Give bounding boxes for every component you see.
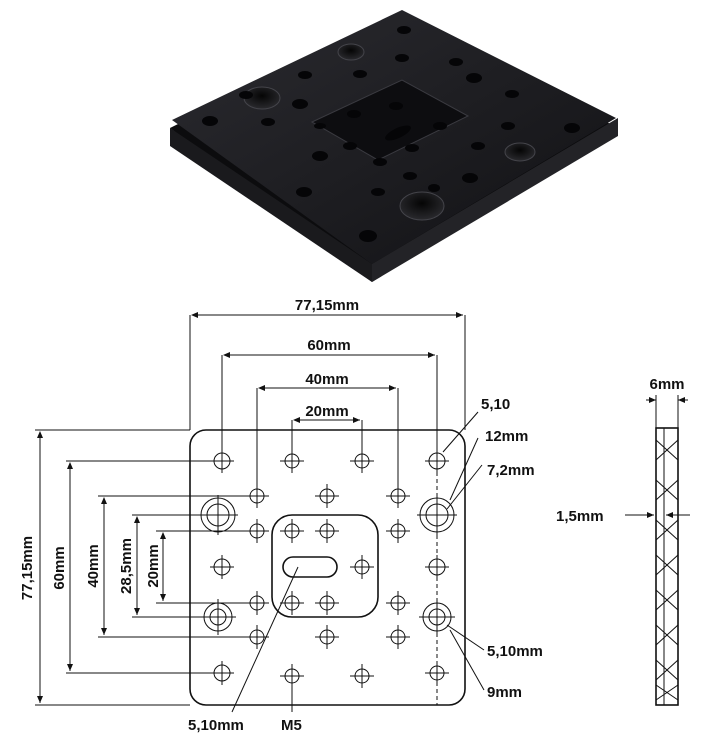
left-dimensions	[35, 429, 250, 706]
plate-photo	[170, 10, 618, 282]
callout-12mm: 12mm	[485, 428, 528, 445]
top-dimensions	[189, 312, 466, 488]
front-view-drawing: 77,15mm 60mm 40mm 20mm 77,15mm 60mm 40mm…	[19, 297, 543, 734]
dim-40-label: 40mm	[305, 371, 348, 388]
right-callout-leaders	[442, 411, 485, 691]
counterbore-hole	[417, 495, 457, 535]
side-dimension-lines	[625, 395, 690, 518]
hole	[315, 484, 339, 508]
callout-slot-5-10mm: 5,10mm	[188, 717, 244, 734]
callout-m5: M5	[281, 717, 302, 734]
hole	[425, 661, 449, 685]
side-thickness-label: 6mm	[649, 376, 684, 393]
hole	[315, 591, 339, 615]
dim-left-20-label: 20mm	[145, 544, 162, 587]
side-view-drawing: 6mm 1,5mm	[556, 376, 690, 706]
counterbore-hole	[419, 599, 455, 635]
callout-9mm: 9mm	[487, 684, 522, 701]
dim-20-label: 20mm	[305, 403, 348, 420]
dim-height-label: 77,15mm	[19, 536, 36, 600]
hole	[280, 449, 304, 473]
hole	[425, 555, 449, 579]
callout-5-10-top: 5,10	[481, 396, 510, 413]
hole	[315, 625, 339, 649]
hole	[386, 591, 410, 615]
callout-7-2mm: 7,2mm	[487, 462, 535, 479]
side-outline	[655, 427, 679, 706]
dim-left-28-5-label: 28,5mm	[118, 538, 135, 594]
hole	[386, 625, 410, 649]
plate-outline	[189, 429, 466, 706]
counterbore-holes	[198, 495, 457, 635]
hole	[315, 519, 339, 543]
hole	[280, 664, 304, 688]
dim-width-label: 77,15mm	[295, 297, 359, 314]
counterbore-hole	[200, 599, 236, 635]
dim-left-60-label: 60mm	[51, 546, 68, 589]
bottom-callout-leaders	[231, 566, 299, 713]
hole	[280, 591, 304, 615]
hole	[386, 519, 410, 543]
dim-left-40-label: 40mm	[85, 544, 102, 587]
holes	[210, 449, 449, 688]
side-step-label: 1,5mm	[556, 508, 604, 525]
hole	[350, 555, 374, 579]
hole	[425, 449, 449, 473]
pocket-outline	[271, 514, 379, 618]
callout-5-10mm: 5,10mm	[487, 643, 543, 660]
hole	[210, 555, 234, 579]
side-section-hatching	[655, 439, 679, 701]
slot	[282, 556, 338, 578]
hole	[350, 449, 374, 473]
hole	[350, 664, 374, 688]
hole	[280, 519, 304, 543]
dim-60-label: 60mm	[307, 337, 350, 354]
counterbore-hole	[198, 495, 238, 535]
